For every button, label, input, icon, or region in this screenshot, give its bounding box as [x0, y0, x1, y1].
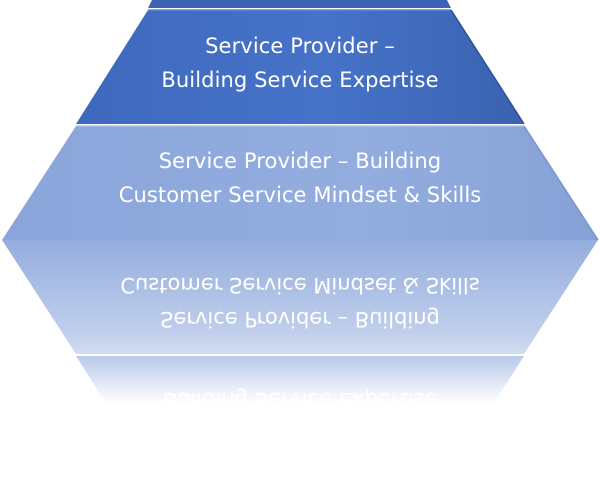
reflection-tiers [2, 240, 598, 470]
pyramid-reflection: Service Provider – Building Service Expe… [0, 240, 600, 480]
tier-top-line1: Service Provider – [205, 34, 395, 58]
tier-bottom-label: Service Provider – Building Customer Ser… [0, 144, 600, 212]
reflection-bottom-label: Service Provider – Building Customer Ser… [0, 268, 600, 336]
tier-top-label: Service Provider – Building Service Expe… [0, 29, 600, 97]
tier-bottom-line1: Service Provider – Building [158, 149, 442, 173]
pyramid-cap [148, 0, 451, 8]
tier-bottom-line2: Customer Service Mindset & Skills [118, 183, 482, 207]
reflection-top-label: Service Provider – Building Service Expe… [0, 383, 600, 451]
reflection-bottom-line1: Service Provider – Building [160, 307, 440, 331]
tier-bottom-shape [2, 126, 598, 240]
tier-top-shape [76, 10, 524, 124]
reflection-top-line2: Building Service Expertise [162, 388, 438, 412]
tier-top-line2: Building Service Expertise [161, 68, 439, 92]
reflection-top-line1: Service Provider – [206, 422, 394, 446]
reflection-bottom-line2: Customer Service Mindset & Skills [120, 273, 480, 297]
